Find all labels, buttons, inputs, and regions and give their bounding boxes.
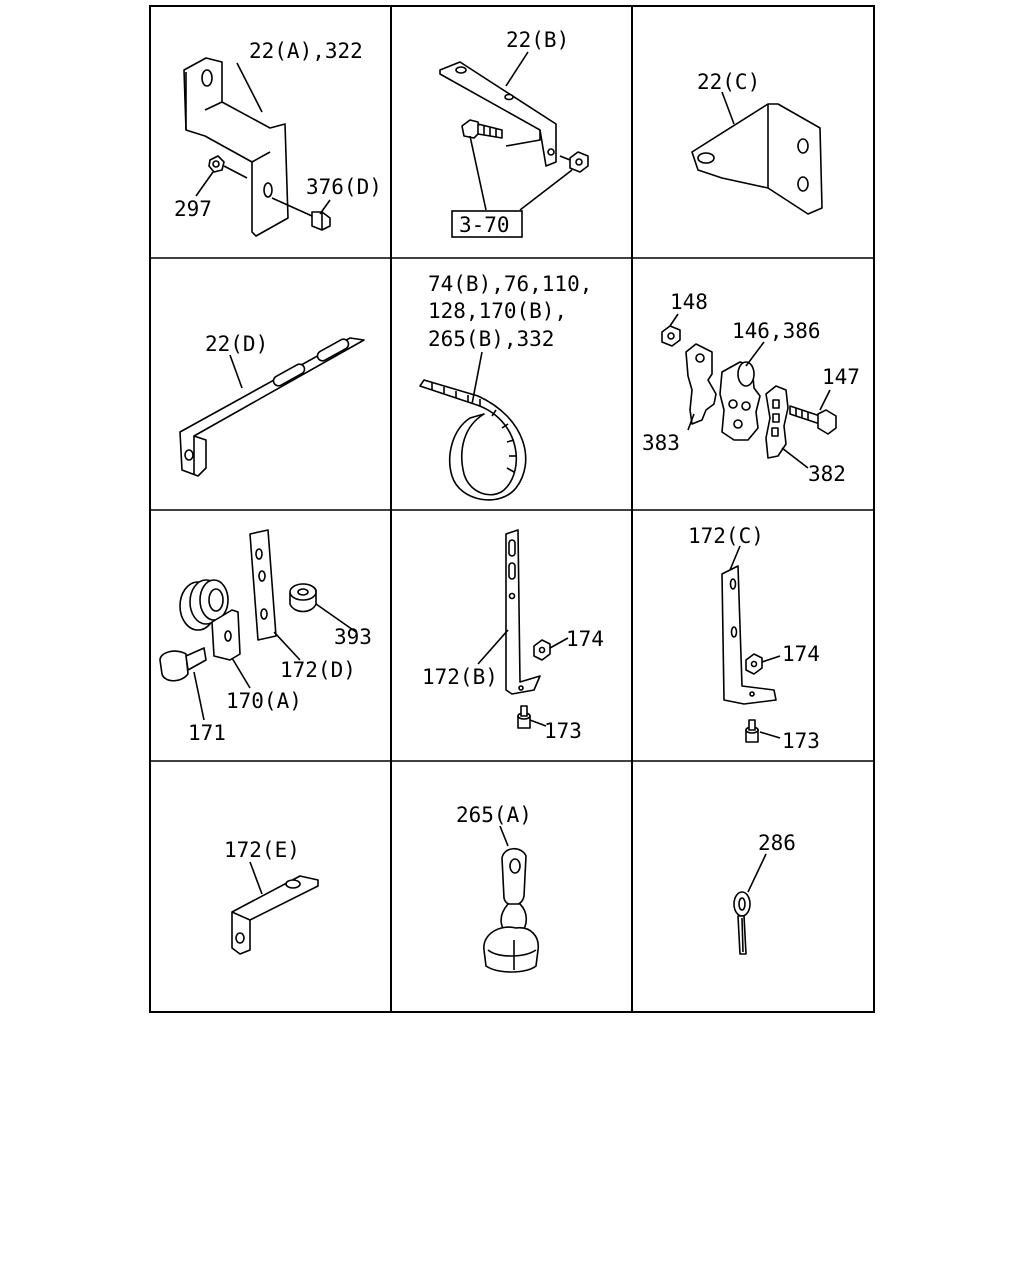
bolt-147	[789, 405, 837, 435]
bolt-3-70	[461, 119, 503, 139]
label-382: 382	[808, 462, 846, 486]
label-170a: 170(A)	[226, 689, 302, 713]
bracket-22d-drawing	[179, 337, 365, 477]
label-146-386: 146,386	[732, 319, 821, 343]
label-174-a: 174	[566, 627, 604, 651]
bolt-171	[159, 647, 207, 682]
cell-bracket-172b: 174 172(B) 173	[422, 529, 604, 743]
label-147: 147	[822, 365, 860, 389]
label-148: 148	[670, 290, 708, 314]
nut-148	[661, 325, 681, 347]
cable-tie-drawing	[419, 379, 527, 501]
clamp-half-383	[685, 343, 717, 425]
label-3-70: 3-70	[459, 213, 510, 237]
grommet-drawing	[179, 579, 229, 631]
label-174-b: 174	[782, 642, 820, 666]
clamp-half-382	[765, 385, 789, 459]
spacer-393	[289, 583, 317, 613]
label-22c: 22(C)	[697, 70, 760, 94]
label-cable-tie-line3: 265(B),332	[428, 327, 554, 351]
bracket-172c-drawing	[721, 565, 777, 705]
label-cable-tie-line2: 128,170(B),	[428, 299, 567, 323]
label-286: 286	[758, 831, 796, 855]
label-cable-tie-line1: 74(B),76,110,	[428, 272, 592, 296]
label-22a-322: 22(A),322	[249, 39, 363, 63]
label-172b: 172(B)	[422, 665, 498, 689]
cell-bracket-22c: 22(C)	[691, 70, 823, 215]
label-172e: 172(E)	[224, 838, 300, 862]
label-172d: 172(D)	[280, 658, 356, 682]
cell-clamp-assembly: 148 146,386 147 383 382	[642, 290, 860, 486]
nut-174	[533, 639, 551, 661]
label-22b: 22(B)	[506, 28, 569, 52]
plate-172d	[249, 529, 277, 641]
cell-bracket-172c: 172(C) 174 173	[688, 524, 820, 753]
cell-pin-286: 286	[733, 831, 796, 955]
label-173-a: 173	[544, 719, 582, 743]
label-376d: 376(D)	[306, 175, 382, 199]
bracket-22a-drawing	[183, 57, 289, 237]
bracket-170a	[211, 609, 241, 661]
reference-box-3-70	[451, 210, 523, 238]
cell-cable-tie: 74(B),76,110, 128,170(B), 265(B),332	[419, 272, 592, 501]
cell-clip-265a: 265(A)	[456, 803, 540, 973]
bracket-172b-drawing	[505, 529, 541, 695]
cell-bracket-22d: 22(D)	[179, 332, 365, 477]
nut-174-c	[745, 653, 763, 675]
label-297: 297	[174, 197, 212, 221]
bolt-173-c	[745, 719, 759, 743]
cell-bracket-22b: 22(B) 3-70	[439, 28, 589, 238]
bracket-172e-drawing	[231, 875, 319, 955]
label-265a: 265(A)	[456, 803, 532, 827]
rubber-grommet-146-386	[719, 361, 761, 441]
grid-frame	[149, 5, 875, 1013]
pin-286-drawing	[733, 891, 751, 955]
bracket-22b-drawing	[439, 61, 557, 167]
cell-bracket-22a: 22(A),322 297 376(D)	[174, 39, 382, 237]
label-383: 383	[642, 431, 680, 455]
label-393: 393	[334, 625, 372, 649]
bolt-173	[517, 705, 531, 729]
bracket-22c-drawing	[691, 103, 823, 215]
label-22d: 22(D)	[205, 332, 268, 356]
nut-3-70	[559, 151, 589, 173]
clip-265a-drawing	[483, 847, 540, 973]
cell-bracket-172e: 172(E)	[224, 838, 319, 955]
nut-297	[208, 155, 248, 179]
label-171: 171	[188, 721, 226, 745]
cell-grommet-clamp: 393 172(D) 170(A) 171	[159, 529, 372, 745]
label-173-b: 173	[782, 729, 820, 753]
label-172c: 172(C)	[688, 524, 764, 548]
